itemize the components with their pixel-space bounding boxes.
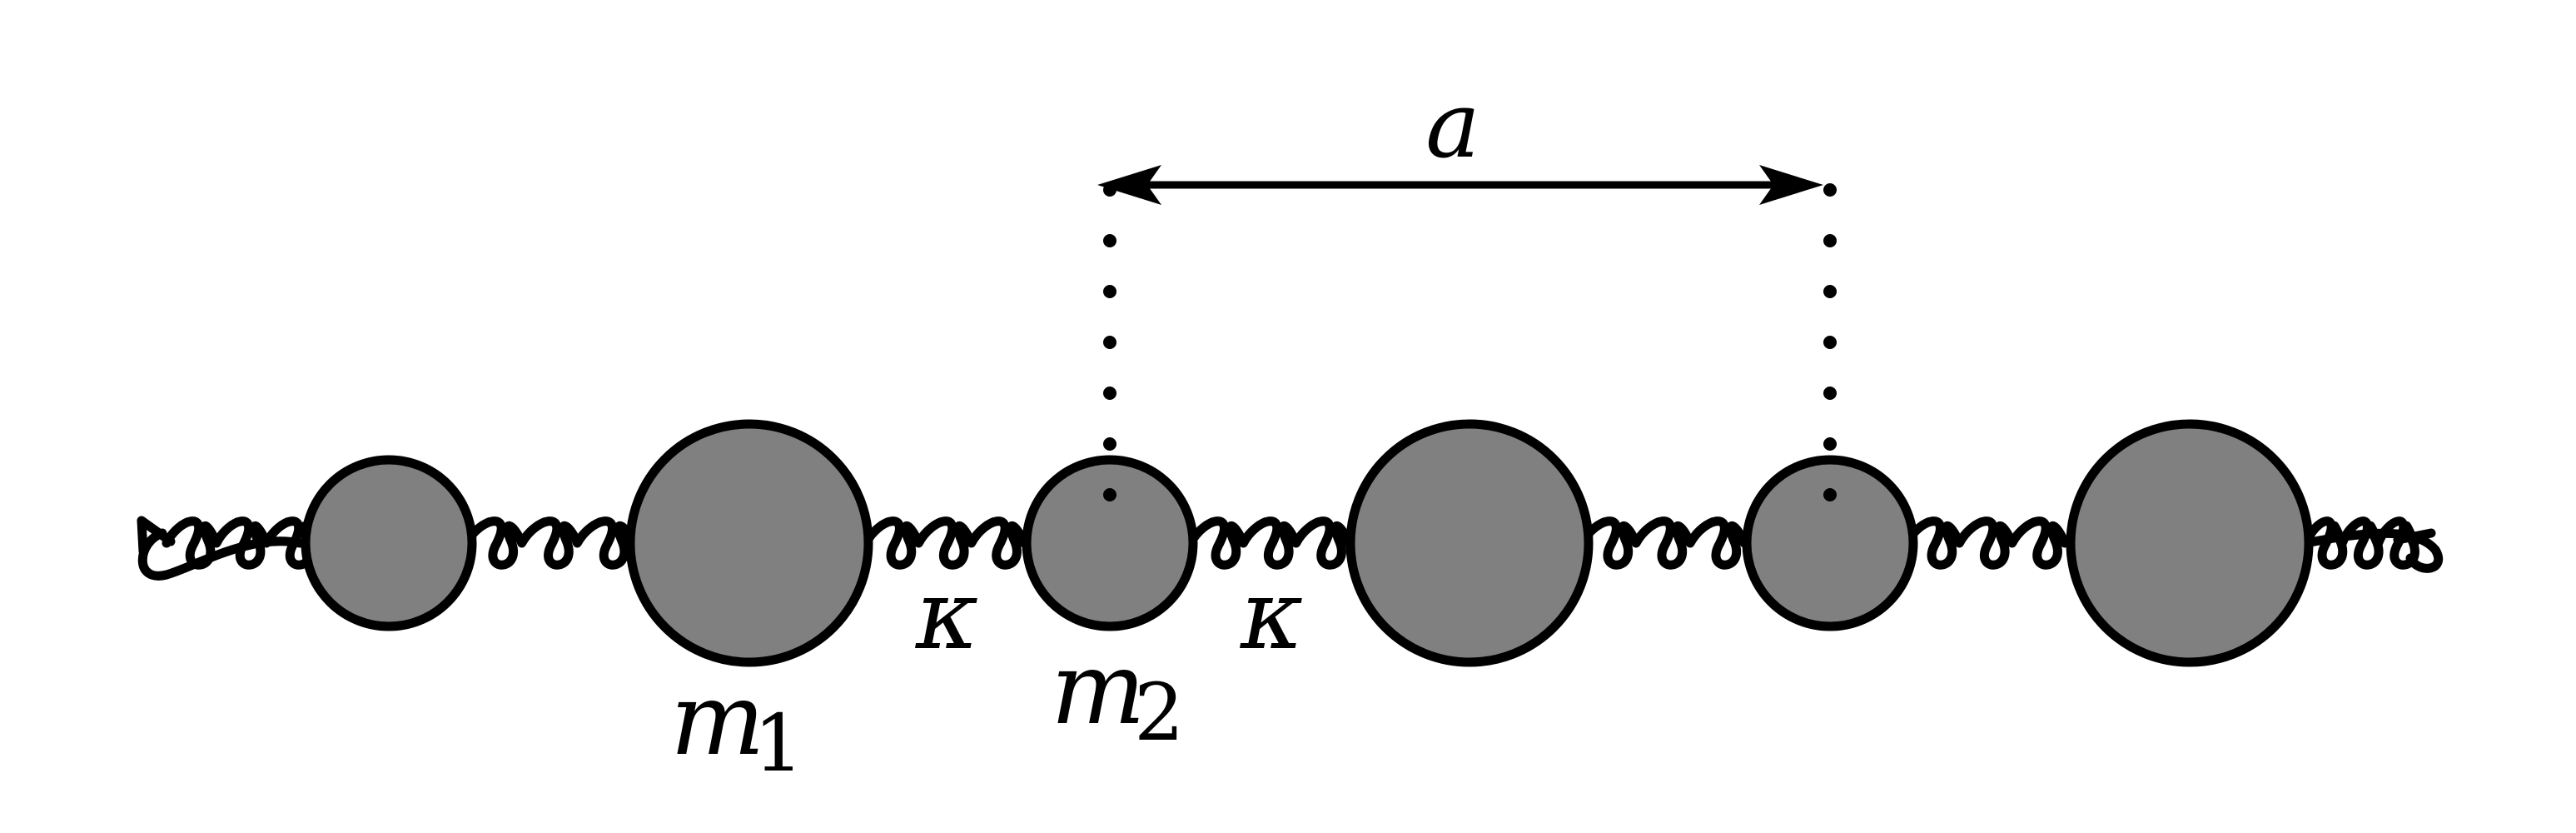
guide-dot xyxy=(1103,488,1116,501)
lattice-constant-label: a xyxy=(1425,72,1480,178)
guide-dot xyxy=(1823,234,1837,247)
guide-dot xyxy=(1823,387,1837,400)
guide-dot xyxy=(1103,437,1116,451)
spring-2 xyxy=(461,516,638,570)
masses xyxy=(301,419,2314,667)
guide-dot xyxy=(1103,285,1116,298)
mass-1-subscript: 1 xyxy=(753,698,803,790)
dotted-guide-lines xyxy=(1103,183,1837,501)
right-spring-end-hook xyxy=(2301,528,2444,573)
lattice-constant-arrowhead-right xyxy=(1759,165,1823,205)
spring-5 xyxy=(1577,516,1749,570)
spring-constant-label-1: κ xyxy=(914,560,978,671)
mass-1-label: m xyxy=(670,662,765,778)
springs xyxy=(162,516,2419,570)
spring-3 xyxy=(861,516,1029,570)
spring-7 xyxy=(2301,516,2419,570)
left-hook-tip xyxy=(137,516,176,556)
guide-dot xyxy=(1823,437,1837,451)
guide-dot xyxy=(1103,234,1116,247)
spring-4 xyxy=(1186,516,1354,570)
mass-large-2 xyxy=(1345,419,1594,667)
lattice-constant-arrowhead-left xyxy=(1097,165,1161,205)
guide-dot xyxy=(1103,387,1116,400)
mass-small-3 xyxy=(1742,455,1918,631)
mass-2-subscript: 2 xyxy=(1134,667,1184,759)
guide-dot xyxy=(1103,336,1116,349)
guide-dot xyxy=(1823,488,1837,501)
spring-constant-label-2: κ xyxy=(1239,560,1303,671)
guide-dot xyxy=(1823,336,1837,349)
guide-dot xyxy=(1823,183,1837,197)
guide-dot xyxy=(1823,285,1837,298)
mass-large-3 xyxy=(2066,419,2314,667)
mass-2-label: m xyxy=(1051,631,1146,747)
mass-m1 xyxy=(625,419,873,667)
right-hook-tip xyxy=(2393,528,2436,545)
mass-m2 xyxy=(1022,455,1198,631)
mass-small-1 xyxy=(301,455,477,631)
spring-6 xyxy=(1902,516,2070,570)
